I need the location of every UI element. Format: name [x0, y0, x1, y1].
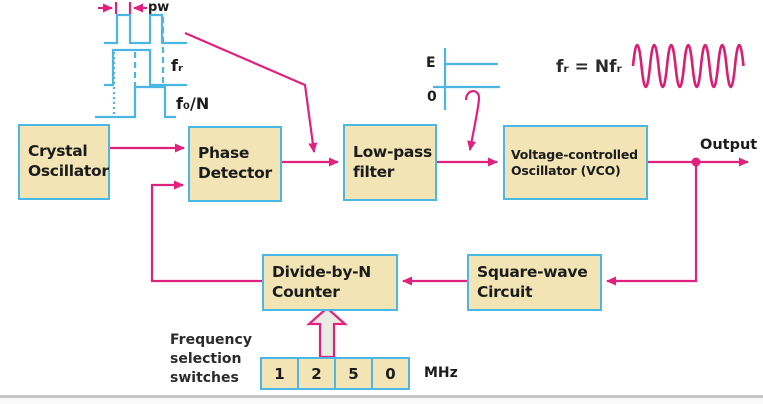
switch-digit: 2 — [299, 359, 336, 388]
block-crystal-oscillator: Crystal Oscillator — [18, 124, 110, 200]
sine-wave-icon — [631, 43, 745, 89]
connector-feedback-to-phase — [150, 180, 262, 283]
switch-digit: 1 — [262, 359, 299, 388]
divided-square-waveform — [95, 85, 176, 119]
block-vco: Voltage-controlled Oscillator (VCO) — [503, 125, 648, 200]
formula-label: fᵣ = Nfᵣ — [556, 57, 622, 77]
level-zero-label: 0 — [427, 89, 437, 105]
level-e-label: E — [426, 55, 436, 71]
junction-dot — [691, 157, 701, 167]
block-divide-by-n-counter: Divide-by-N Counter — [262, 254, 398, 311]
reference-frequency-label: fᵣ — [171, 56, 184, 75]
frequency-selection-caption: Frequency selection switches — [170, 332, 252, 387]
pulse-width-arrows — [98, 2, 147, 14]
phase-error-pulse-waveform — [104, 13, 187, 45]
connector-output-to-squarewave — [606, 162, 698, 286]
switch-digit: 5 — [336, 359, 373, 388]
output-label: Output — [700, 137, 758, 153]
level-pointer-arrow — [464, 90, 481, 151]
frame-bottom-edge — [0, 395, 763, 404]
dc-level-graph — [433, 48, 500, 110]
switch-digit: 0 — [385, 364, 396, 383]
block-up-arrow-icon — [306, 306, 348, 359]
timing-waveforms — [95, 13, 187, 119]
block-phase-detector: Phase Detector — [188, 126, 282, 202]
signal-connectors — [110, 143, 749, 286]
block-square-wave-circuit: Square-wave Circuit — [467, 254, 602, 311]
waveform-pointer-arrow — [184, 31, 318, 153]
divided-frequency-label: f₀/N — [176, 94, 210, 113]
frequency-selection-switches: 1 2 5 0 — [260, 357, 410, 390]
mhz-unit-label: MHz — [424, 365, 458, 381]
block-low-pass-filter: Low-pass filter — [343, 124, 437, 201]
pulse-width-label: pw — [148, 0, 170, 15]
reference-square-waveform — [104, 48, 187, 87]
